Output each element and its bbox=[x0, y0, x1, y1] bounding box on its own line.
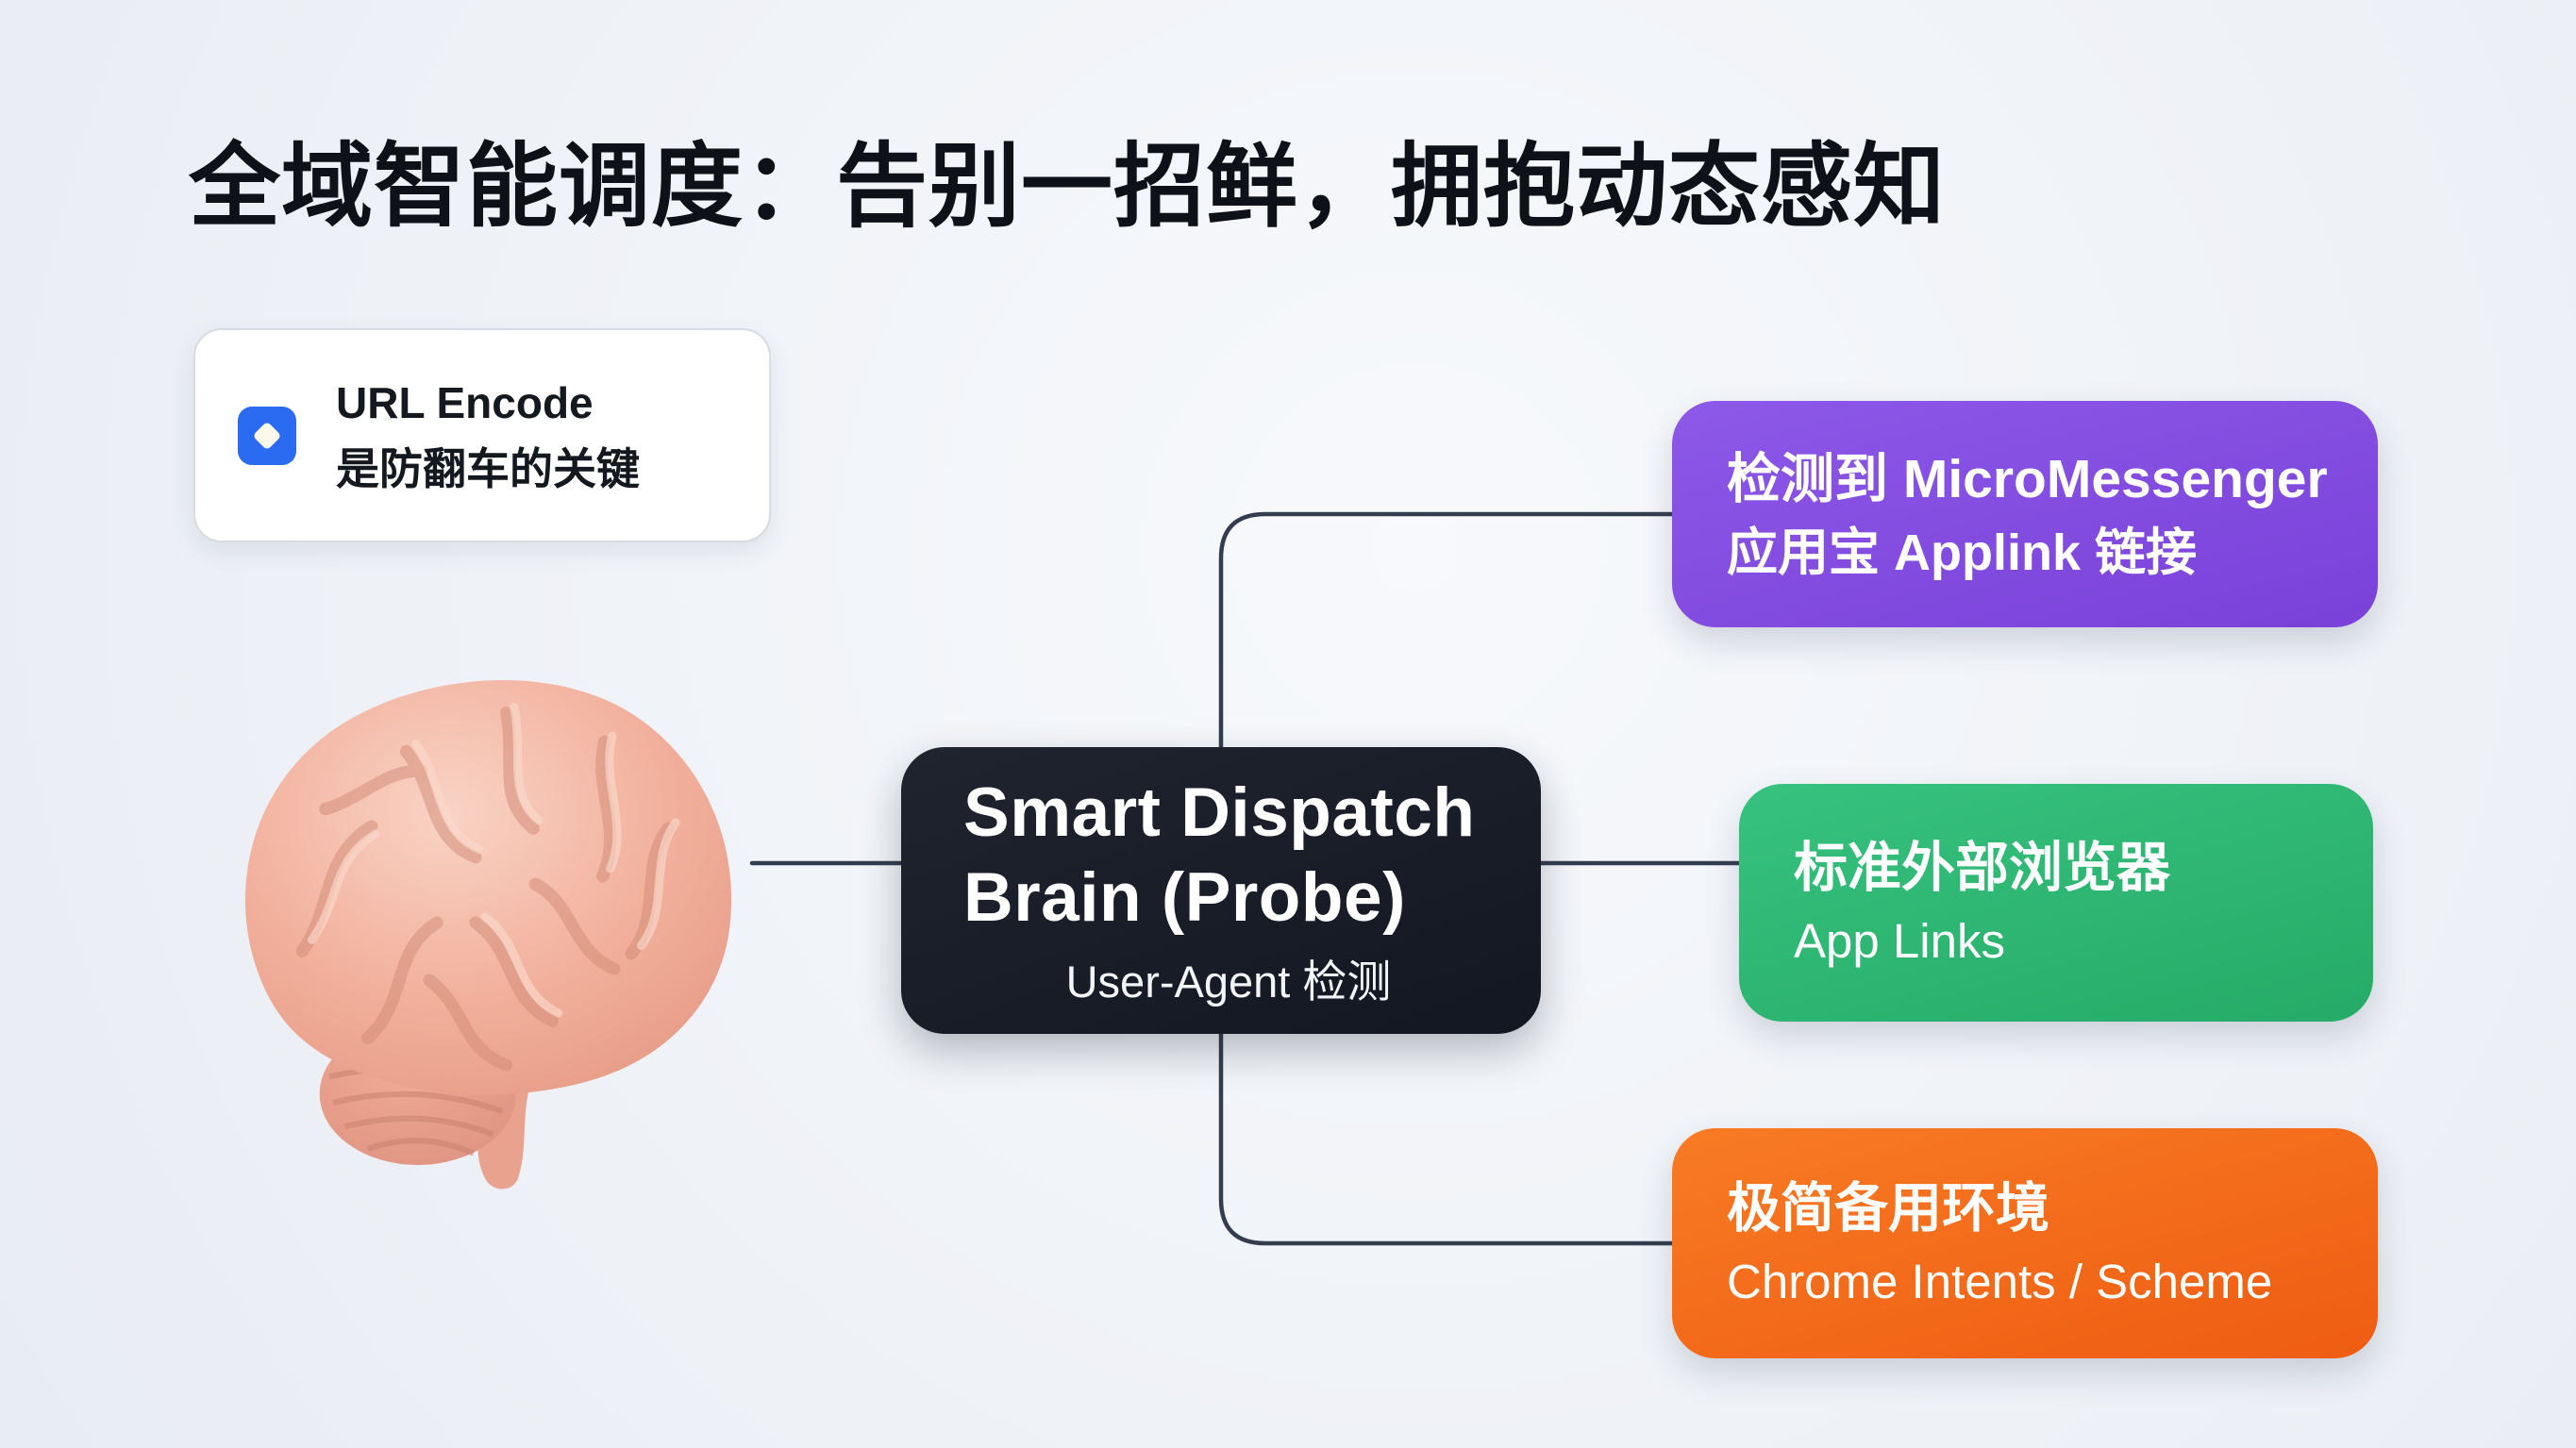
node-fallback-branch: 极简备用环境 Chrome Intents / Scheme bbox=[1672, 1128, 2378, 1358]
branch-purple-line2: 应用宝 Applink 链接 bbox=[1727, 524, 2197, 581]
connector-center-to-purple bbox=[1218, 511, 1675, 750]
callout-line1: URL Encode bbox=[336, 377, 594, 427]
branch-orange-line1: 极简备用环境 bbox=[1727, 1178, 2049, 1239]
connector-center-to-orange bbox=[1218, 1031, 1675, 1246]
brain-stem bbox=[475, 1084, 530, 1190]
diamond-glyph bbox=[252, 420, 282, 451]
branch-orange-line2: Chrome Intents / Scheme bbox=[1727, 1255, 2273, 1308]
center-node-title-line1: Smart Dispatch bbox=[963, 774, 1476, 851]
brain-cerebellum bbox=[319, 1023, 516, 1166]
callout-line2: 是防翻车的关键 bbox=[336, 443, 640, 493]
callout-text: URL Encode 是防翻车的关键 bbox=[336, 370, 640, 502]
branch-purple-line1: 检测到 MicroMessenger bbox=[1727, 449, 2328, 509]
node-smart-dispatch-brain: Smart Dispatch Brain (Probe) User-Agent … bbox=[901, 747, 1541, 1034]
center-node-title-line2: Brain (Probe) bbox=[963, 859, 1406, 936]
branch-green-line2: App Links bbox=[1794, 914, 2005, 968]
branch-green-line1: 标准外部浏览器 bbox=[1794, 838, 2170, 898]
callout-url-encode: URL Encode 是防翻车的关键 bbox=[193, 328, 771, 542]
brain-cerebrum bbox=[244, 680, 732, 1095]
node-micromessenger-branch: 检测到 MicroMessenger 应用宝 Applink 链接 bbox=[1672, 401, 2378, 627]
page-title: 全域智能调度：告别一招鲜，拥抱动态感知 bbox=[189, 135, 1946, 238]
brain-illustration bbox=[244, 680, 732, 1190]
url-encode-icon bbox=[238, 406, 296, 465]
center-node-subtitle: User-Agent 检测 bbox=[1065, 957, 1392, 1007]
node-standard-browser-branch: 标准外部浏览器 App Links bbox=[1739, 784, 2373, 1022]
